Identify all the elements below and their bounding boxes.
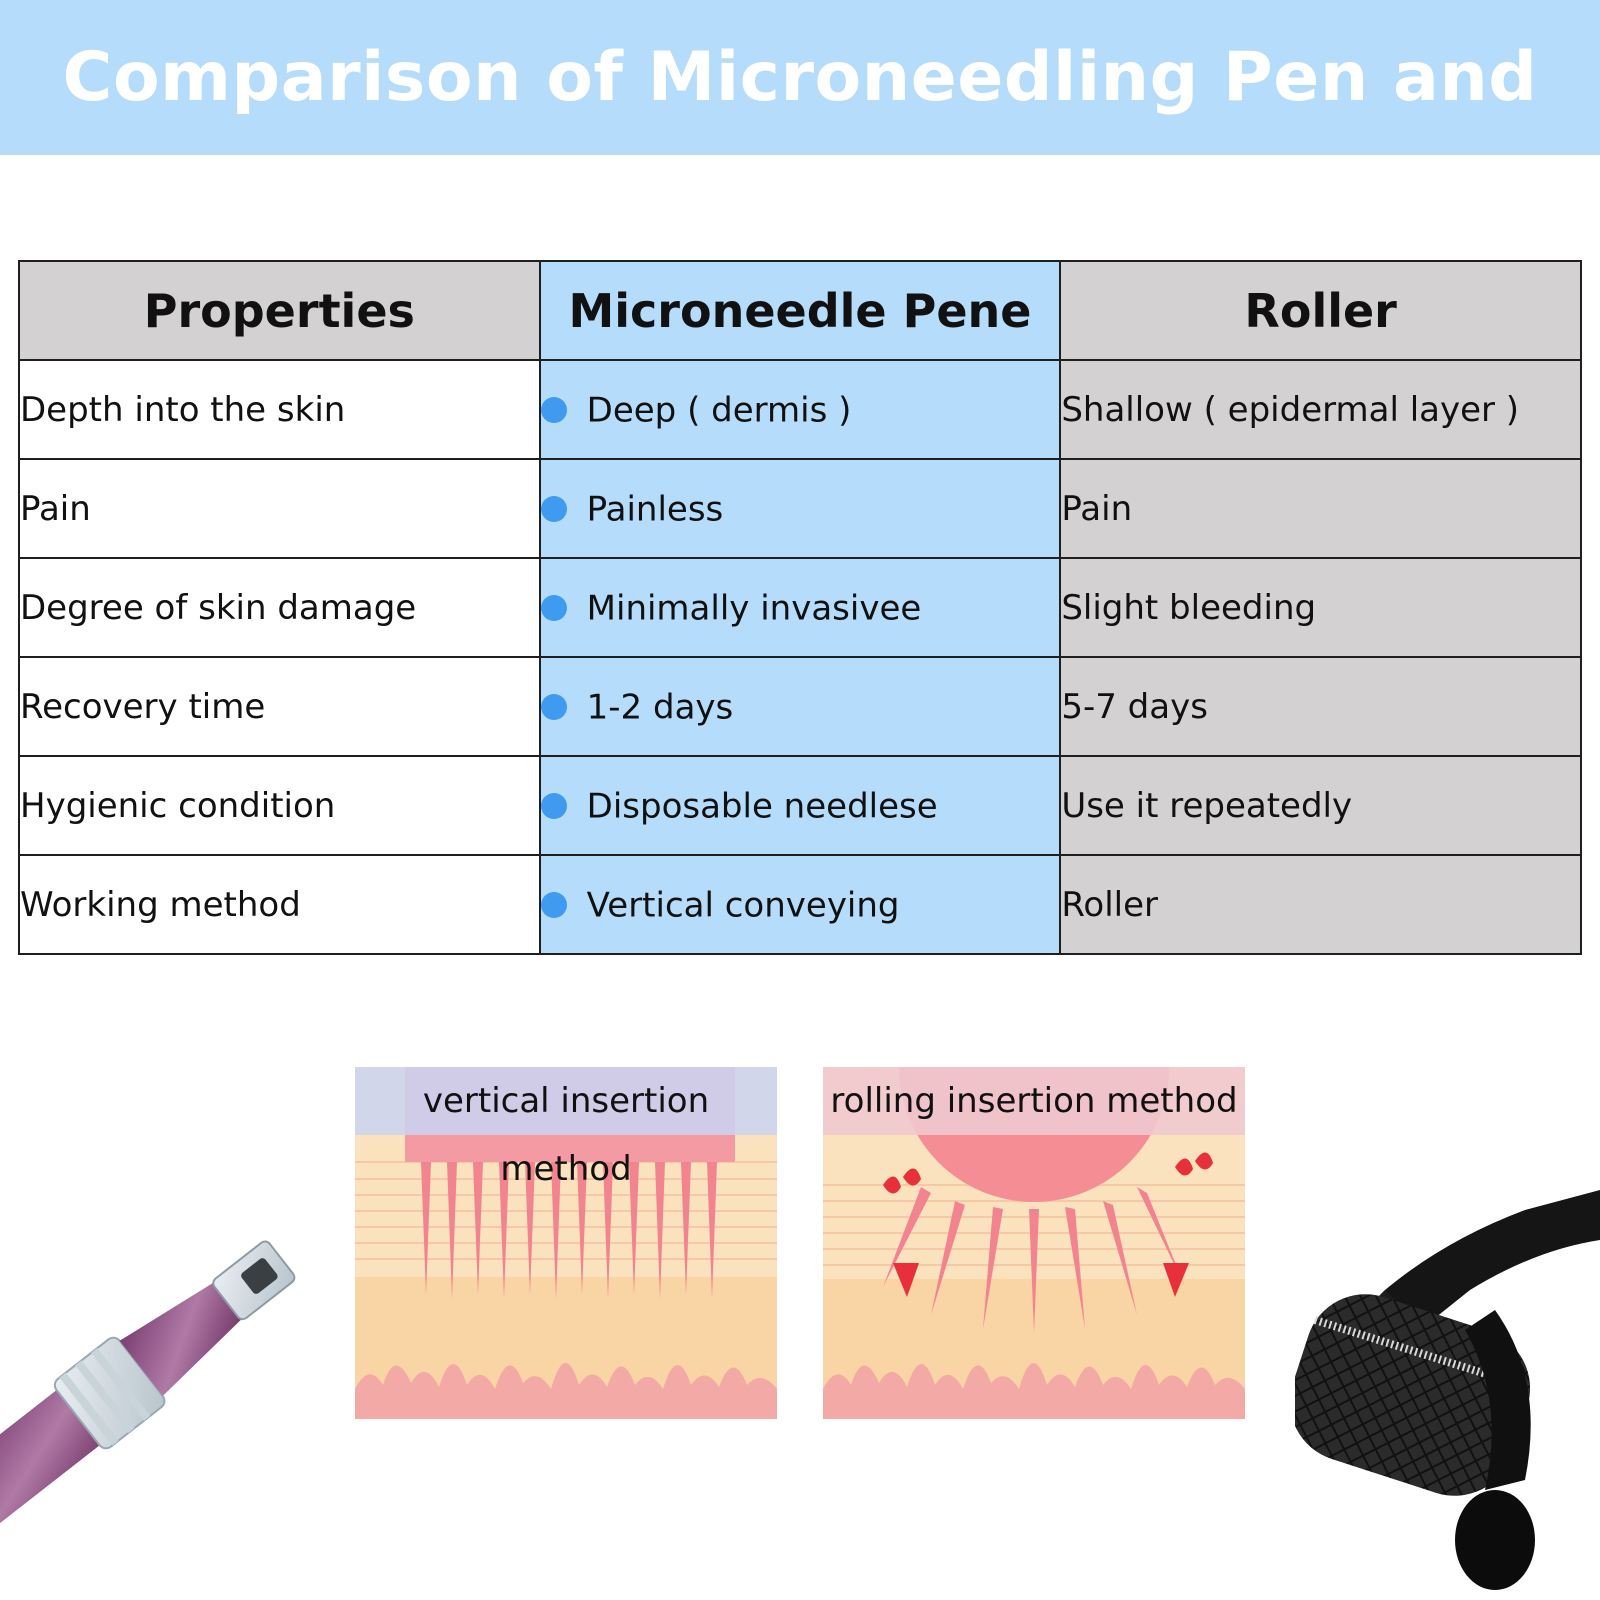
pen-cell: Painless — [538, 458, 1062, 559]
header-roller: Roller — [1059, 260, 1582, 361]
pen-value: Minimally invasivee — [586, 588, 922, 629]
pen-value: Disposable needlese — [586, 786, 938, 827]
derma-roller-image — [1295, 1190, 1600, 1590]
table-header-row: Properties Microneedle Pene Roller — [18, 260, 1582, 361]
table-row: Working method Vertical conveying Roller — [18, 854, 1582, 955]
property-cell: Working method — [18, 854, 541, 955]
table-row: Pain Painless Pain — [18, 458, 1582, 559]
pen-value: Vertical conveying — [586, 885, 900, 926]
pen-cell: Minimally invasivee — [538, 557, 1062, 658]
property-cell: Recovery time — [18, 656, 541, 757]
pen-value: Deep ( dermis ) — [586, 390, 852, 431]
roller-cell: 5-7 days — [1059, 656, 1582, 757]
vertical-insertion-illustration: vertical insertion method — [355, 1067, 777, 1419]
pen-cell: 1-2 days — [538, 656, 1062, 757]
table-row: Depth into the skin Deep ( dermis ) Shal… — [18, 359, 1582, 460]
property-cell: Depth into the skin — [18, 359, 541, 460]
pen-cell: Deep ( dermis ) — [538, 359, 1062, 460]
bullet-dot — [540, 397, 567, 424]
title-banner: Comparison of Microneedling Pen and Roll… — [0, 0, 1600, 272]
bullet-dot — [540, 595, 567, 622]
roller-cell: Use it repeatedly — [1059, 755, 1582, 856]
bullet-dot — [540, 496, 567, 523]
rolling-insertion-label: rolling insertion method — [830, 1081, 1238, 1121]
property-cell: Degree of skin damage — [18, 557, 541, 658]
bullet-dot — [540, 892, 567, 919]
property-cell: Pain — [18, 458, 541, 559]
pen-cell: Disposable needlese — [538, 755, 1062, 856]
page-title: Comparison of Microneedling Pen and Roll… — [62, 38, 1538, 272]
bullet-dot — [540, 793, 567, 820]
header-properties: Properties — [18, 260, 541, 361]
bullet-dot — [540, 694, 567, 721]
roller-cell: Roller — [1059, 854, 1582, 955]
header-microneedle-pen: Microneedle Pene — [538, 260, 1062, 361]
vertical-insertion-label: vertical insertion method — [422, 1081, 710, 1189]
comparison-table: Properties Microneedle Pene Roller Depth… — [18, 260, 1582, 955]
roller-cell: Shallow ( epidermal layer ) — [1059, 359, 1582, 460]
microneedle-pen-image — [0, 1240, 296, 1527]
property-cell: Hygienic condition — [18, 755, 541, 856]
table-row: Hygienic condition Disposable needlese U… — [18, 755, 1582, 856]
roller-cell: Slight bleeding — [1059, 557, 1582, 658]
pen-value: Painless — [586, 489, 724, 530]
roller-cell: Pain — [1059, 458, 1582, 559]
table-row: Recovery time 1-2 days 5-7 days — [18, 656, 1582, 757]
pen-value: 1-2 days — [586, 687, 734, 728]
table-row: Degree of skin damage Minimally invasive… — [18, 557, 1582, 658]
pen-cell: Vertical conveying — [538, 854, 1062, 955]
rolling-insertion-illustration: rolling insertion method — [823, 1067, 1245, 1419]
